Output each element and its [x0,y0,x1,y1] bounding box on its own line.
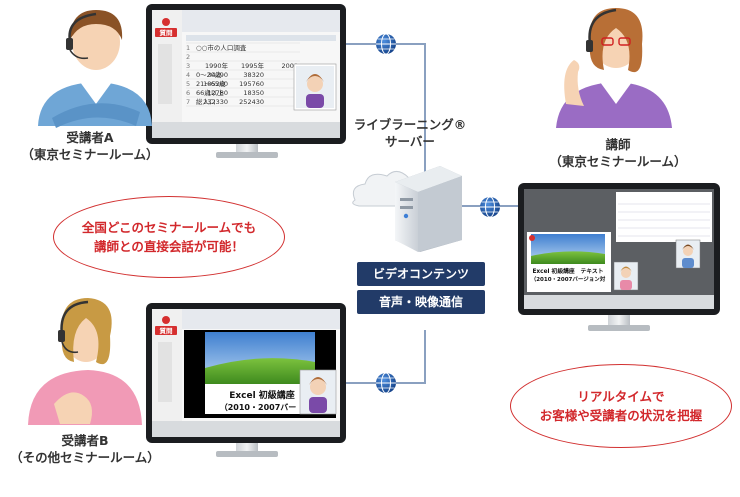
bubble-line: リアルタイムで [577,389,665,404]
teacher-name: 講師 [605,137,631,152]
cell-value: 34290 [207,71,228,79]
cell-value: 195760 [239,80,264,88]
cell-value: 18350 [243,89,264,97]
cell-value: 12780 [207,89,228,97]
slide-title: Excel 初級講座 テキスト [532,267,603,275]
cell-value: 1990年 [205,61,229,70]
learner-b-room: （その他セミナールーム） [10,450,160,465]
feature-bubble-conversation: 全国どこのセミナールームでも 講師との直接会話が可能！ [53,196,285,278]
learner-a-name: 受講者A [66,130,114,145]
globe-icon [480,196,500,218]
row-number: 2 [186,53,190,61]
av-communication-badge: 音声・映像通信 [357,290,485,314]
teacher-person [556,8,672,128]
webcam-learner-avatar [613,261,639,291]
webcam-teacher-avatar [296,66,334,108]
teacher-room: （東京セミナールーム） [549,154,687,169]
row-number: 5 [186,80,190,88]
row-number: 7 [186,98,190,106]
learner-a-room: （東京セミナールーム） [21,147,159,162]
row-number: 4 [186,71,190,79]
video-content-badge: ビデオコンテンツ [357,262,485,286]
bubble-line: 全国どこのセミナールームでも [81,220,257,235]
cell-value: 232330 [203,98,228,106]
feature-bubble-realtime: リアルタイムで お客様や受講者の状況を把握 [510,364,732,448]
cell-value: 252430 [239,98,264,106]
row-label: 0〜20歳 [196,70,222,79]
globe-icon [376,33,396,55]
monitor-teacher: Excel 初級講座 テキスト （2010・2007バージョン対 [518,183,720,331]
row-label: 総人口 [196,97,216,106]
cell-value: 38320 [243,71,264,79]
question-logo: 質問 [160,326,174,335]
learner-a-person [38,10,152,128]
cell-value: 1995年 [241,61,265,70]
monitor-learner-b: 質問 Excel 初級講座 （2010・2007バー [146,303,346,457]
teacher-label: 講師 （東京セミナールーム） [548,136,688,170]
webcam-teacher-avatar [299,369,337,415]
cell-value: 185260 [203,80,228,88]
row-label: 21〜65歳 [196,79,226,88]
row-label: 66歳以上 [196,88,224,97]
row-number: 1 [186,44,190,52]
row-label: ○○市の人口調査 [196,43,247,52]
slide-subtitle: （2010・2007バー [220,402,297,412]
webcam-learner-avatar [675,239,701,269]
globe-icon [376,372,396,394]
server-label: ライブラーニング® サーバー [350,116,470,150]
cell-value: 2000 [281,62,298,70]
connector-b [344,330,426,384]
row-number: 6 [186,89,190,97]
learner-b-label: 受講者B （その他セミナールーム） [0,432,170,466]
learner-b-person [28,298,142,425]
learner-b-name: 受講者B [61,433,109,448]
bubble-line: 講師との直接会話が可能！ [94,239,244,254]
slide-subtitle: （2010・2007バージョン対 [531,275,606,283]
connector-a [344,43,426,172]
slide-title: Excel 初級講座 [229,389,295,401]
question-logo: 質問 [160,28,174,37]
row-number: 3 [186,62,190,70]
server-icon [395,166,462,252]
learner-a-label: 受講者A （東京セミナールーム） [20,129,160,163]
server-label-line2: サーバー [385,134,435,149]
bubble-line: お客様や受講者の状況を把握 [539,408,703,423]
server-label-line1: ライブラーニング® [353,117,467,132]
